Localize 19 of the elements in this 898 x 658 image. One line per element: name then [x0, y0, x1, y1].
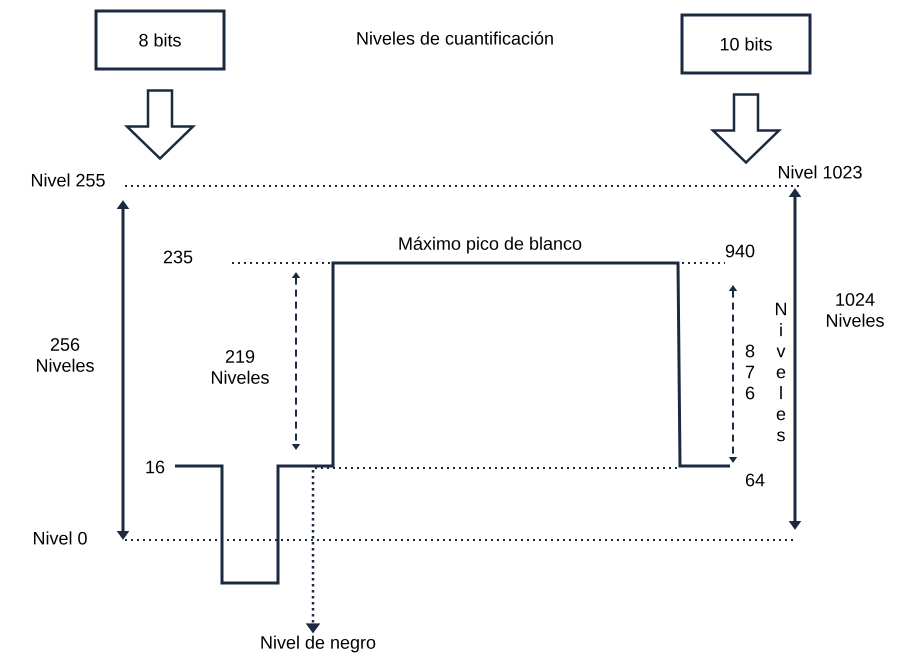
level-label: Nivel 0 [34, 531, 87, 545]
range-label: 876 [746, 344, 754, 400]
range-label: 1024 Niveles [826, 293, 884, 327]
title: Niveles de cuantificación [357, 31, 553, 45]
range-label: 219 Niveles [212, 350, 269, 384]
level-value: 940 [726, 244, 754, 258]
range-label: 256 Niveles [36, 338, 94, 372]
level-value: 235 [164, 250, 192, 264]
bits-box: 10 bits [680, 14, 812, 74]
level-value: 16 [146, 460, 164, 474]
level-label: Nivel de negro [261, 636, 376, 652]
hollow-arrow [124, 89, 196, 160]
peak-label: Máximo pico de blanco [399, 236, 582, 254]
hollow-arrow [710, 93, 782, 164]
level-label: Nivel 255 [32, 173, 105, 187]
range-label: Niveles [776, 302, 786, 442]
bits-box: 8 bits [94, 10, 226, 70]
level-label: Nivel 1023 [778, 165, 862, 179]
level-value: 64 [746, 474, 764, 486]
